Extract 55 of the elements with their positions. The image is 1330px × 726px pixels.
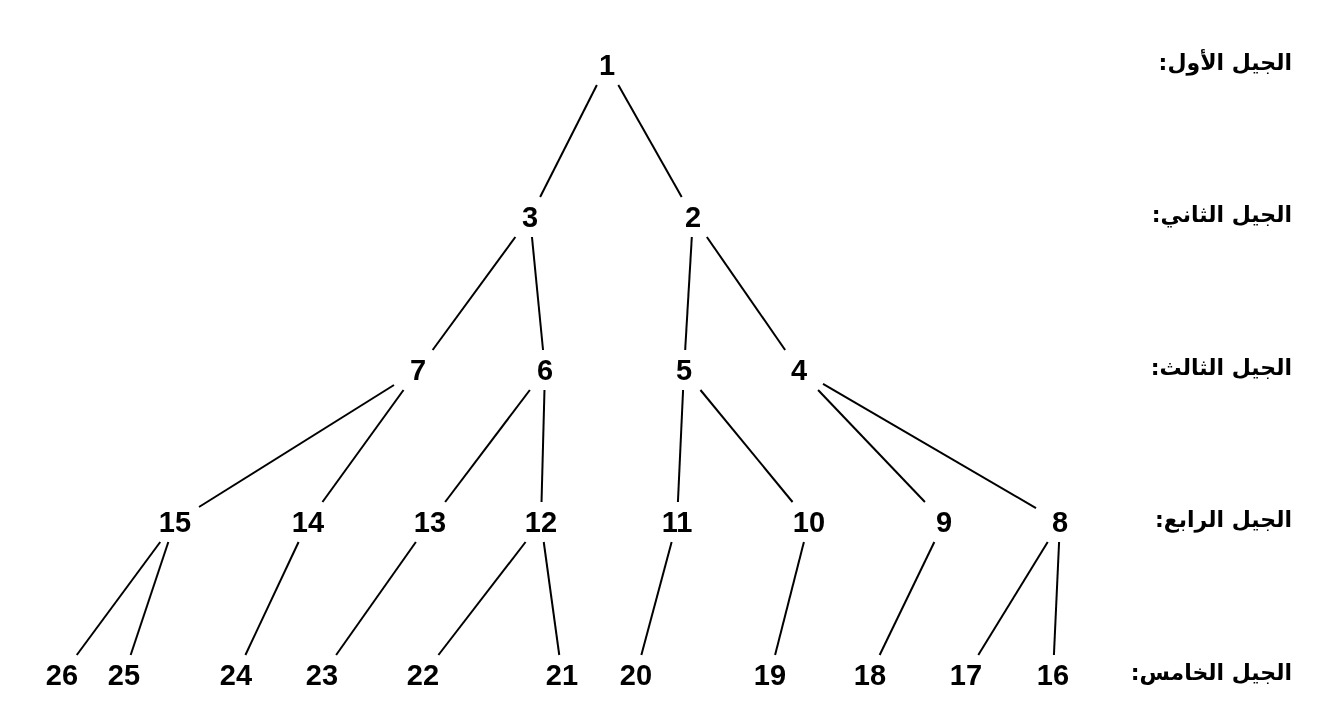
connector-line [129, 541, 170, 656]
connector-line [774, 541, 805, 656]
number-label: 8 [1036, 502, 1084, 542]
number-label: 4 [775, 350, 823, 390]
number-label: 6 [521, 350, 569, 390]
connector-line [542, 541, 561, 656]
generation-label: الجيل الخامس: [1130, 662, 1292, 684]
connector-line [540, 389, 546, 503]
connector-line [878, 541, 936, 656]
number-label: 15 [151, 502, 199, 542]
number-label: 13 [406, 502, 454, 542]
connector-line [530, 236, 545, 351]
number-label: 14 [284, 502, 332, 542]
connector-line [244, 541, 300, 656]
number-label: 22 [399, 655, 447, 695]
number-label: 12 [517, 502, 565, 542]
generation-label: الجيل الثاني: [1151, 204, 1292, 226]
generation-label: الجيل الرابع: [1154, 509, 1292, 531]
number-label: 20 [612, 655, 660, 695]
number-label: 17 [942, 655, 990, 695]
number-label: 7 [394, 350, 442, 390]
number-label: 3 [506, 197, 554, 237]
connector-line [699, 389, 794, 503]
connector-line [684, 236, 693, 351]
connector-line [321, 389, 405, 503]
number-label: 2 [669, 197, 717, 237]
connector-line [539, 84, 598, 198]
connector-line [617, 84, 683, 198]
number-label: 16 [1029, 655, 1077, 695]
number-label: 10 [785, 502, 833, 542]
connector-line [977, 541, 1049, 656]
number-label: 18 [846, 655, 894, 695]
number-label: 24 [212, 655, 260, 695]
number-label: 5 [660, 350, 708, 390]
number-label: 26 [38, 655, 86, 695]
connector-line [817, 389, 926, 503]
connector-line [198, 384, 395, 508]
connector-line [75, 541, 162, 656]
connector-line [676, 389, 685, 503]
connector-line [444, 389, 531, 503]
number-label: 19 [746, 655, 794, 695]
number-label: 23 [298, 655, 346, 695]
connector-line [437, 541, 527, 656]
number-label: 9 [920, 502, 968, 542]
generation-label: الجيل الثالث: [1150, 357, 1292, 379]
connector-line [822, 383, 1037, 509]
connector-line [1052, 541, 1061, 656]
number-label: 25 [100, 655, 148, 695]
connector-line [431, 236, 517, 351]
number-label: 1 [583, 45, 631, 85]
connector-line [705, 236, 787, 351]
connector-line [335, 541, 417, 656]
connector-line [640, 541, 673, 656]
number-label: 11 [653, 502, 701, 542]
number-label: 21 [538, 655, 586, 695]
